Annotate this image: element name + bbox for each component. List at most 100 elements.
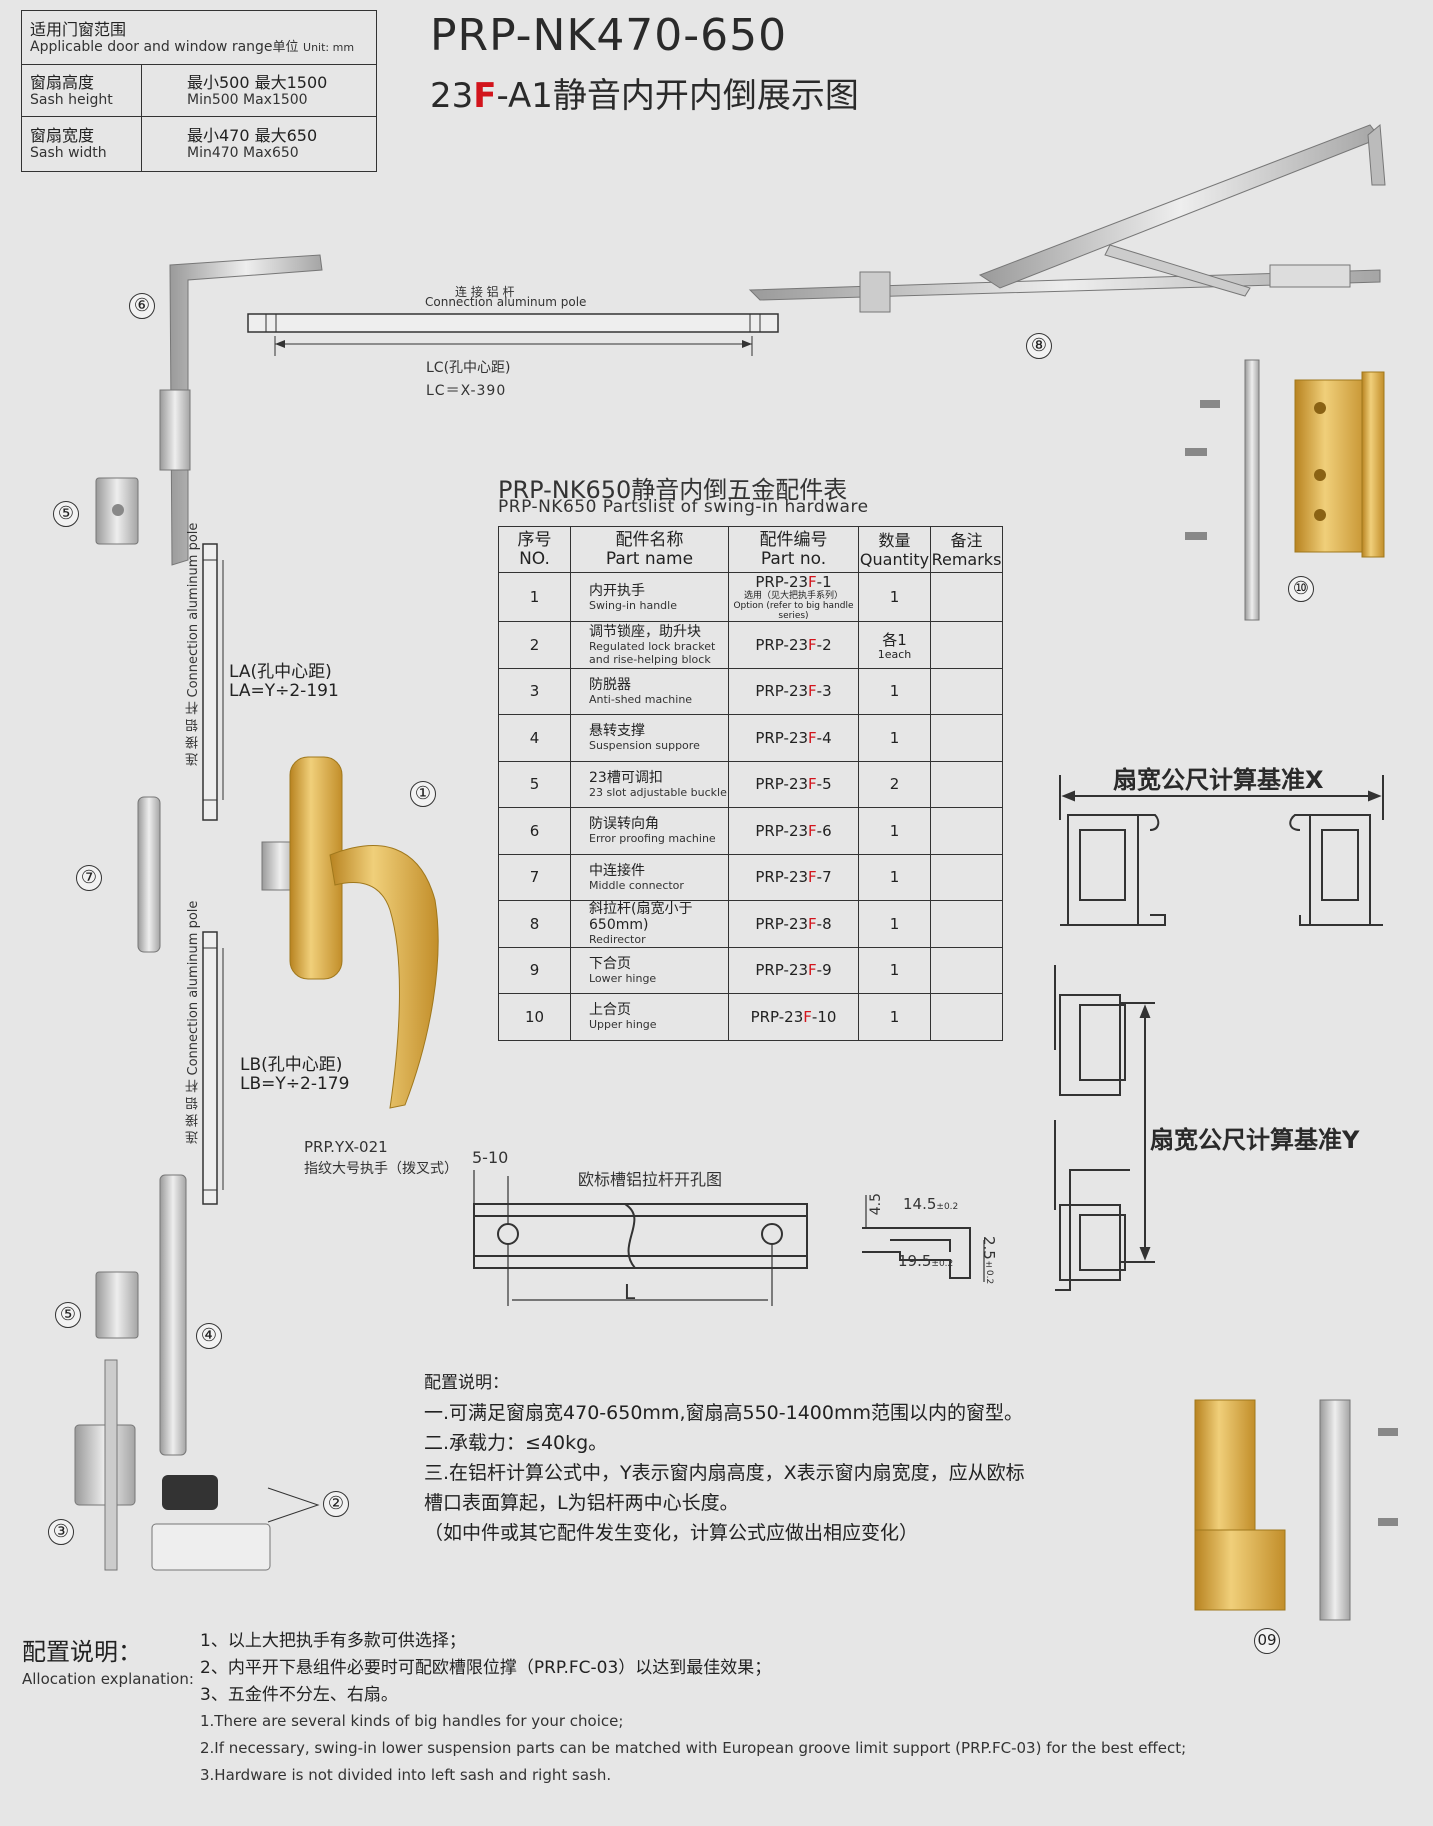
part-qty: 1 — [858, 667, 931, 715]
range-header-en: Applicable door and window range — [30, 38, 273, 55]
part-remarks — [930, 993, 1003, 1041]
alloc-list-en: 1.There are several kinds of big handles… — [200, 1712, 1187, 1784]
part-name: 斜拉杆(扇宽小于650mm)Redirector — [570, 900, 729, 948]
redirector-arm — [748, 124, 1386, 313]
callout-1: ① — [410, 781, 436, 807]
part-remarks — [930, 807, 1003, 855]
config-line: 槽口表面算起，L为铝杆两中心长度。 — [424, 1492, 739, 1514]
pole-label-cn: 连 接 铝 杆 — [455, 285, 515, 299]
range-row-label: 窗扇宽度 Sash width — [21, 116, 142, 172]
lock-bracket — [151, 1523, 271, 1571]
pole-vertical-label-la: 连 接 铝 杆 Connection aluminum pole — [186, 522, 201, 766]
alloc-list-cn: 1、以上大把执手有多款可供选择； 2、内平开下悬组件必要时可配欧槽限位撑（PRP… — [200, 1631, 772, 1705]
parts-title-en: PRP-NK650 Partslist of swing-in hardware — [498, 497, 869, 517]
part-no: 9 — [498, 946, 571, 994]
groove-title: 欧标槽铝拉杆开孔图 — [578, 1170, 723, 1189]
handle-desc: 指纹大号执手（拨叉式） — [304, 1161, 458, 1177]
alloc-title-en: Allocation explanation: — [22, 1670, 194, 1688]
part-no: 4 — [498, 714, 571, 762]
lc-label: LC(孔中心距) — [426, 360, 511, 376]
profile-section-y — [1054, 965, 1155, 1291]
config-line: （如中件或其它配件发生变化，计算公式应做出相应变化） — [424, 1522, 919, 1544]
base-x-label: 扇宽公尺计算基准X — [1113, 766, 1324, 794]
part-remarks — [930, 714, 1003, 762]
part-no: 1 — [498, 572, 571, 622]
part-remarks — [930, 853, 1003, 901]
part-remarks — [930, 621, 1003, 669]
profile-section-x — [1059, 775, 1384, 926]
groove-drawing — [473, 1170, 808, 1306]
callout-7: ⑦ — [76, 865, 102, 891]
part-qty: 1 — [858, 900, 931, 948]
range-header-cn: 适用门窗范围 — [30, 19, 127, 39]
config-line: 一.可满足窗扇宽470-650mm,窗扇高550-1400mm范围以内的窗型。 — [424, 1402, 1023, 1424]
adjustable-buckle-bottom — [95, 1271, 139, 1339]
rise-helping-block — [162, 1475, 218, 1510]
middle-connector — [137, 796, 161, 953]
callout-6: ⑥ — [129, 293, 155, 319]
pole-vertical-label-lb: 连 接 铝 杆 Connection aluminum pole — [186, 900, 201, 1144]
callout-10: ⑩ — [1288, 576, 1314, 602]
part-qty: 1 — [858, 946, 931, 994]
lower-hinge — [1194, 1399, 1398, 1621]
part-code: PRP-23F-9 — [728, 946, 859, 994]
pole-label-en: Connection aluminum pole — [425, 295, 587, 309]
part-no: 5 — [498, 760, 571, 808]
range-header: 适用门窗范围 Applicable door and window range单… — [21, 10, 377, 65]
part-qty: 1 — [858, 807, 931, 855]
range-row-value: 最小470 最大650 Min470 Max650 — [141, 116, 377, 172]
part-no: 7 — [498, 853, 571, 901]
part-remarks — [930, 900, 1003, 948]
corner-drive-part — [159, 254, 323, 566]
dim-4-5: 4.5 — [868, 1193, 884, 1216]
connection-pole-la — [202, 543, 224, 821]
callout-9: 09 — [1254, 1628, 1280, 1654]
range-unit-cn: 单位 — [272, 39, 299, 55]
parts-title: PRP-NK650静音内倒五金配件表 — [498, 476, 848, 504]
handle-model: PRP.YX-021 — [304, 1138, 388, 1156]
la-label: LA(孔中心距) LA=Y÷2-191 — [229, 662, 339, 701]
part-remarks — [930, 760, 1003, 808]
part-remarks — [930, 667, 1003, 715]
connection-pole-horizontal — [247, 313, 779, 356]
dim-19-5: 19.5±0.2 — [898, 1252, 954, 1270]
part-qty: 1 — [858, 714, 931, 762]
part-code: PRP-23F-8 — [728, 900, 859, 948]
lc-formula: LC＝X-390 — [426, 383, 507, 399]
part-no: 10 — [498, 993, 571, 1041]
dim-L: L — [624, 1280, 636, 1304]
part-code: PRP-23F-10 — [728, 993, 859, 1041]
part-code: PRP-23F-5 — [728, 760, 859, 808]
part-remarks — [930, 946, 1003, 994]
range-row-label: 窗扇高度 Sash height — [21, 64, 142, 117]
callout-4: ④ — [196, 1323, 222, 1349]
connection-pole-lb — [202, 931, 224, 1205]
part-no: 6 — [498, 807, 571, 855]
callout-3: ③ — [48, 1519, 74, 1545]
dim-2-5: 2.5±0.2 — [980, 1236, 998, 1285]
part-qty: 1 — [858, 853, 931, 901]
range-row-value: 最小500 最大1500 Min500 Max1500 — [141, 64, 377, 117]
part-no: 3 — [498, 667, 571, 715]
dim-5-10: 5-10 — [472, 1148, 509, 1167]
range-table: 适用门窗范围 Applicable door and window range单… — [21, 10, 377, 172]
